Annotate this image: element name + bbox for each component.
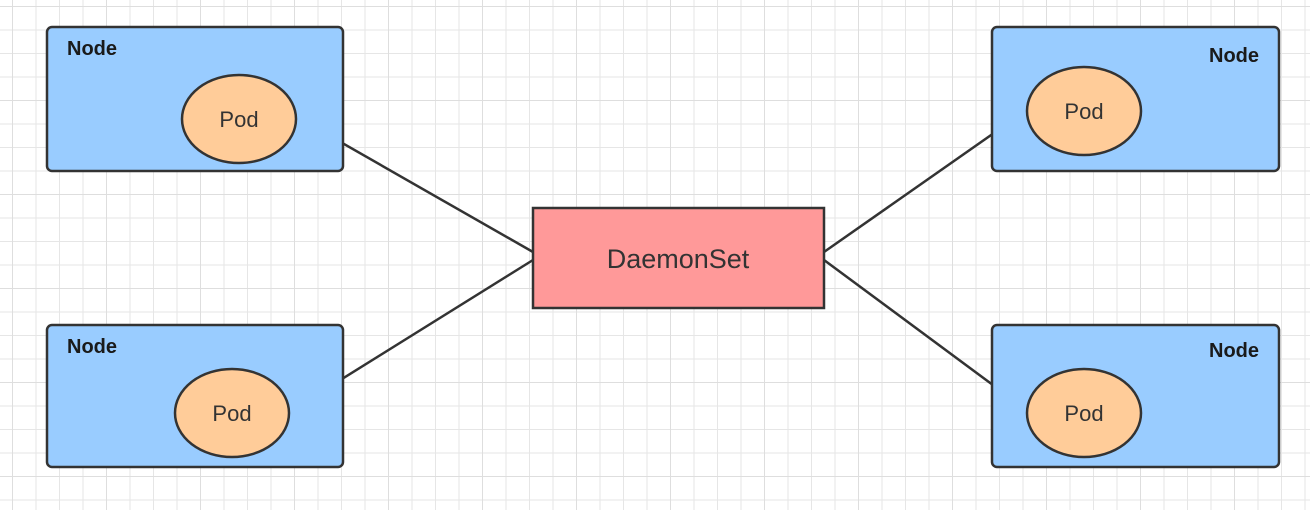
pod-label: Pod	[219, 107, 258, 132]
pod-shape	[1025, 65, 1143, 157]
pod-label: Pod	[1064, 401, 1103, 426]
daemonset-box	[531, 206, 826, 310]
daemonset-label: DaemonSet	[607, 244, 750, 274]
pod-top-left[interactable]: Pod	[180, 73, 298, 165]
pod-label: Pod	[212, 401, 251, 426]
node-label: Node	[67, 38, 117, 60]
node-label: Node	[67, 336, 117, 358]
pod-label: Pod	[1064, 99, 1103, 124]
pod-bottom-left[interactable]: Pod	[173, 367, 291, 459]
node-bottom-right[interactable]: Node Pod	[990, 323, 1281, 469]
node-label: Node	[1209, 340, 1259, 362]
pod-top-right[interactable]: Pod	[1025, 65, 1143, 157]
node-label: Node	[1209, 45, 1259, 67]
arrow-to-pod-bottom-right	[823, 258, 1025, 410]
node-bottom-left[interactable]: Node Pod	[45, 323, 345, 469]
daemonset[interactable]: DaemonSet	[531, 206, 826, 310]
pod-bottom-right[interactable]: Pod	[1025, 367, 1143, 459]
pod-shape	[180, 73, 298, 165]
node-top-right[interactable]: Node Pod	[990, 25, 1281, 173]
pod-shape	[1025, 367, 1143, 459]
pod-shape	[173, 367, 291, 459]
arrow-to-pod-top-right	[823, 110, 1025, 254]
node-top-left[interactable]: Node Pod	[45, 25, 345, 173]
